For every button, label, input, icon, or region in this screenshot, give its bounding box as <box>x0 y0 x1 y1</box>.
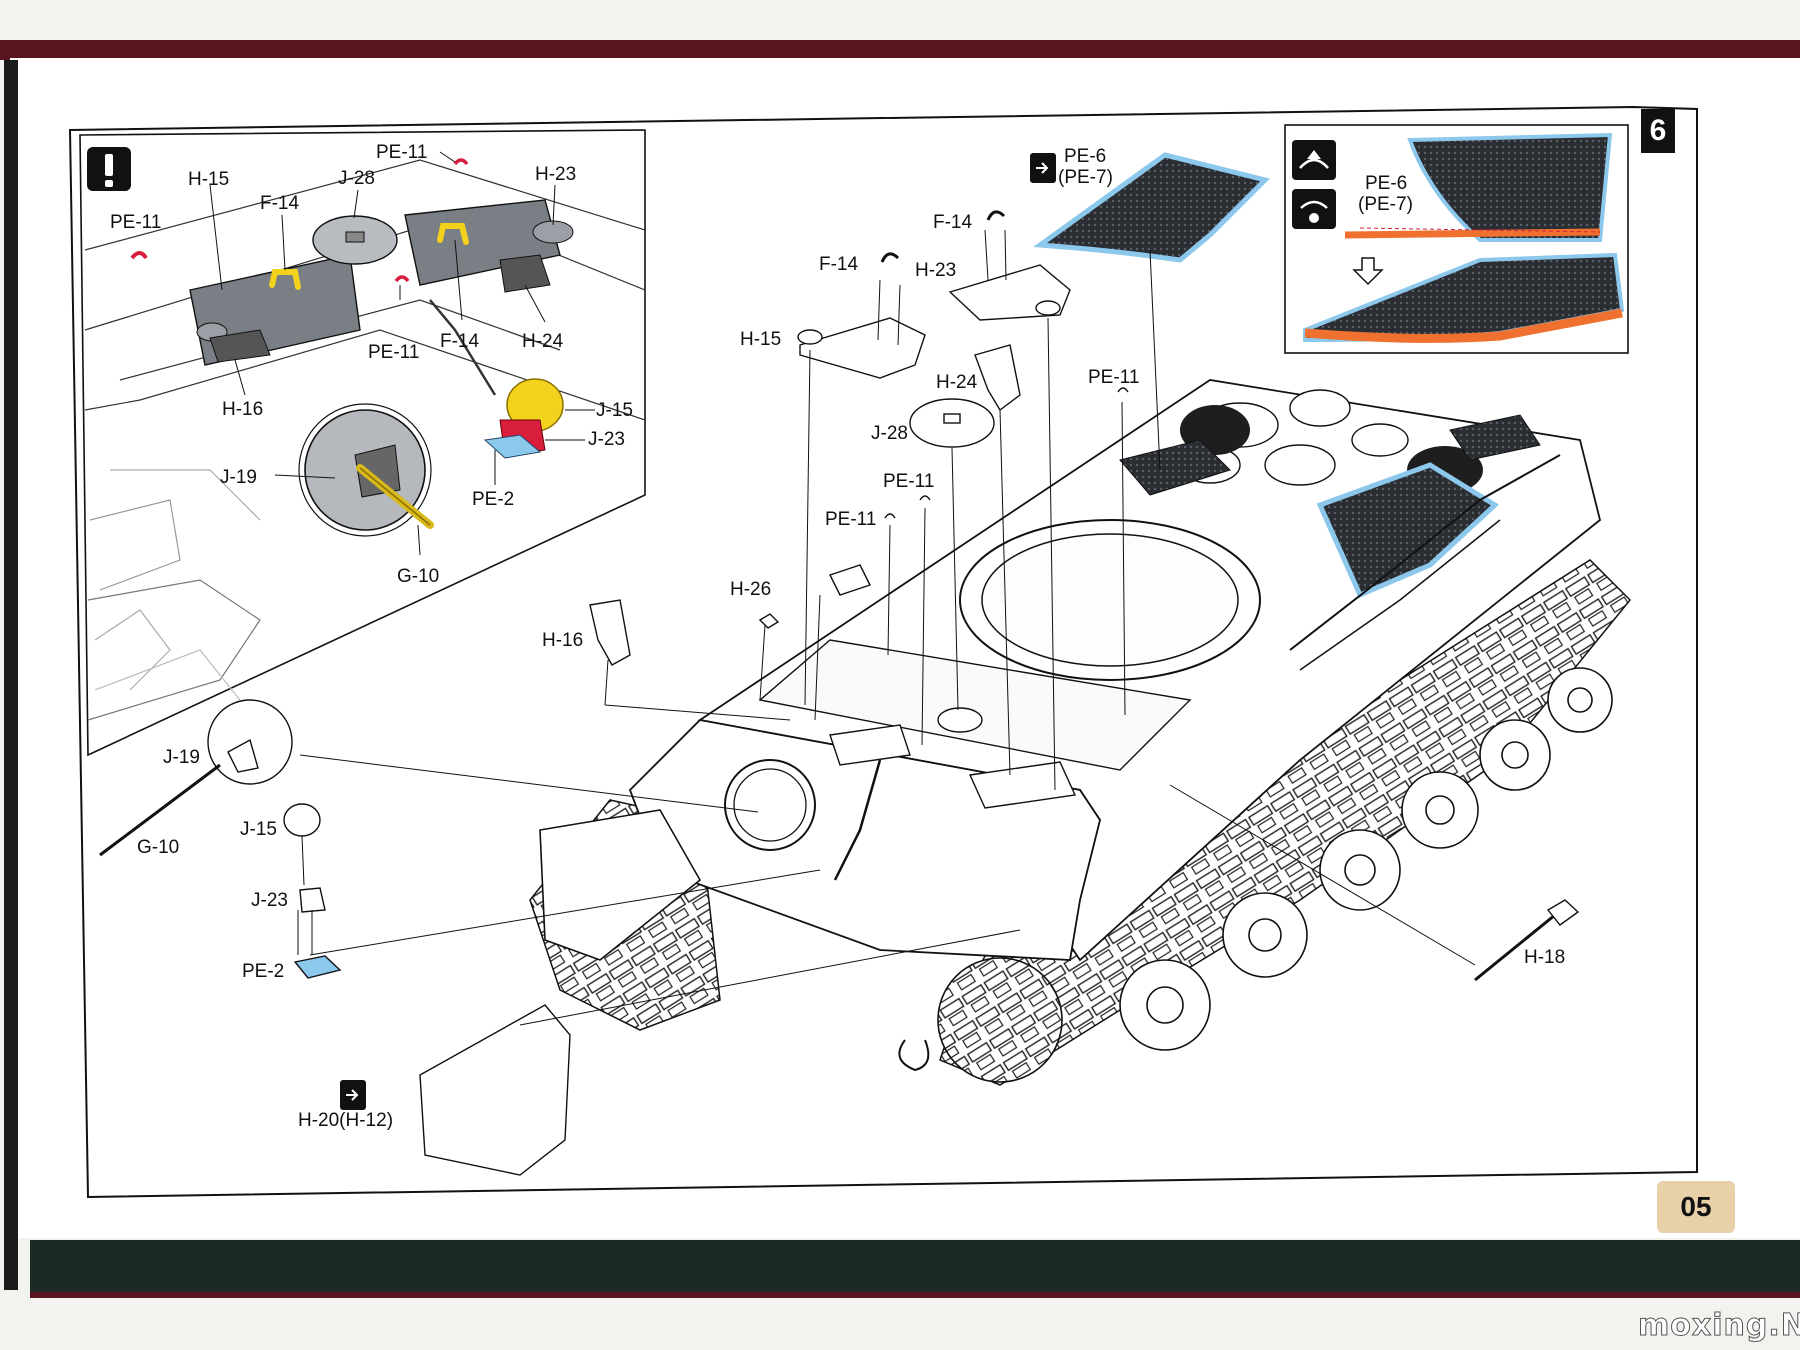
down-arrow-icon <box>1352 257 1384 286</box>
option-arrow-icon <box>1030 153 1056 183</box>
label-pe11-b: PE-11 <box>883 471 935 492</box>
label-pe7: (PE-7) <box>1058 167 1113 188</box>
label-h20: H-20(H-12) <box>298 1110 394 1131</box>
label-pe11-c: PE-11 <box>825 509 877 530</box>
label-pe11-a: PE-11 <box>1088 367 1140 388</box>
label-h15: H-15 <box>740 329 782 350</box>
inset-block-h24 <box>499 254 551 293</box>
page-number: 05 <box>1657 1181 1735 1233</box>
top-maroon-border <box>0 40 1800 60</box>
inset-label-h24: H-24 <box>522 331 564 352</box>
inset-label-pe11-b: PE-11 <box>376 142 428 163</box>
inset-label-h16: H-16 <box>222 399 264 420</box>
watermark: moxing.NET <box>1638 1308 1800 1344</box>
step-number: 6 <box>1641 109 1675 153</box>
inset-label-pe11-a: PE-11 <box>110 212 162 233</box>
inset-label-pe11-c: PE-11 <box>368 342 420 363</box>
label-j15: J-15 <box>240 819 277 840</box>
option-arrow-icon-2 <box>340 1080 366 1110</box>
inset-label-h15: H-15 <box>188 169 230 190</box>
bend-up-icon <box>1292 140 1336 180</box>
inset-plate-pe2 <box>483 434 542 459</box>
label-j19: J-19 <box>163 747 200 768</box>
inset-clip-pe11-b <box>453 158 469 166</box>
inset-label-f14-a: F-14 <box>260 193 300 214</box>
inset-block-h16 <box>209 329 271 363</box>
inset-label-pe2: PE-2 <box>472 489 515 510</box>
attention-icon <box>87 147 131 191</box>
label-h18: H-18 <box>1524 947 1566 968</box>
bottom-dark-band <box>30 1240 1800 1292</box>
mesh-pe6 <box>1032 152 1270 263</box>
left-binding <box>4 60 18 1290</box>
inset-label-g10: G-10 <box>397 566 440 587</box>
hull-drawing <box>529 379 1632 1086</box>
label-pe6: PE-6 <box>1064 146 1107 167</box>
inset-label-j28: J-28 <box>338 168 375 189</box>
inset-leaders <box>209 151 595 556</box>
label-h23: H-23 <box>915 260 957 281</box>
inset-handle-f14-b <box>437 223 469 245</box>
label-h16: H-16 <box>542 630 584 651</box>
inset-label-h23: H-23 <box>535 164 577 185</box>
detail-label-pe7: (PE-7) <box>1358 194 1413 215</box>
label-j23: J-23 <box>251 890 288 911</box>
label-pe2: PE-2 <box>242 961 285 982</box>
label-g10: G-10 <box>137 837 180 858</box>
main-leaders <box>297 229 1476 1026</box>
label-h26: H-26 <box>730 579 772 600</box>
detail-label-pe6: PE-6 <box>1365 173 1408 194</box>
inset-label-f14-b: F-14 <box>440 331 480 352</box>
label-f14-b: F-14 <box>819 254 859 275</box>
inset-hatch-right <box>404 199 561 286</box>
inset-label-j15: J-15 <box>596 400 633 421</box>
inset-handle-f14-a <box>269 269 301 290</box>
loose-parts <box>99 210 1580 1176</box>
inset-label-j23: J-23 <box>588 429 625 450</box>
inset-hull-drawing <box>84 159 646 721</box>
label-h24: H-24 <box>936 372 978 393</box>
label-j28: J-28 <box>871 423 908 444</box>
label-f14-a: F-14 <box>933 212 973 233</box>
bend-round-icon <box>1292 189 1336 229</box>
inset-clip-pe11-a <box>130 251 148 260</box>
inset-label-j19: J-19 <box>220 467 257 488</box>
detail-mesh-flat <box>1407 132 1613 242</box>
inset-clip-pe11-c <box>394 275 410 283</box>
